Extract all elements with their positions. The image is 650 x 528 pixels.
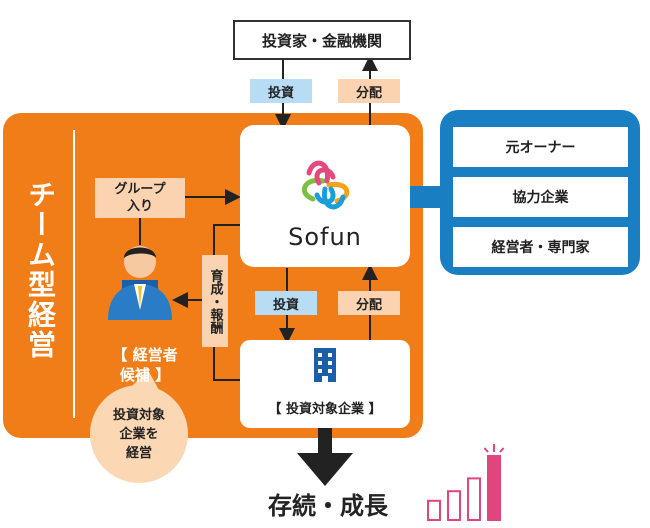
- target-company-label: 【 投資対象企業 】: [268, 402, 382, 417]
- candidate-label: 【 経営者 候補 】: [90, 325, 200, 384]
- nurture-tag: 育成・報酬: [202, 255, 228, 347]
- manage-bubble: 投資対象 企業を 経営: [90, 385, 188, 483]
- bottom-distribute-tag: 分配: [338, 291, 400, 315]
- growth-bar: [427, 499, 441, 521]
- partner-item-label: 協力企業: [512, 190, 569, 206]
- partner-item-former-owner: 元オーナー: [453, 127, 628, 167]
- building-icon: [314, 348, 336, 382]
- bottom-distribute-label: 分配: [355, 297, 382, 313]
- nurture-label: 育成・報酬: [207, 268, 223, 334]
- top-distribute-label: 分配: [355, 85, 382, 101]
- candidate-label-text: 【 経営者 候補 】: [112, 346, 178, 384]
- partner-item-label: 元オーナー: [505, 140, 576, 156]
- target-company-box: 【 投資対象企業 】: [240, 340, 410, 428]
- group-join-label: グループ 入り: [114, 182, 166, 214]
- growth-bar: [467, 477, 481, 521]
- outcome-label-text: 存続・成長: [268, 492, 388, 520]
- growth-sparkle: [483, 447, 489, 453]
- growth-bar: [487, 455, 501, 521]
- group-join-tag: グループ 入り: [95, 178, 185, 218]
- investors-label: 投資家・金融機関: [261, 31, 382, 50]
- top-distribute-tag: 分配: [338, 79, 400, 103]
- businessman-icon: [104, 238, 176, 320]
- connector-bar: [405, 186, 445, 208]
- growth-bar: [447, 490, 461, 522]
- sofun-logo-text: Sofun: [288, 223, 362, 251]
- team-label: チーム型経営: [18, 180, 62, 360]
- bottom-invest-tag: 投資: [255, 291, 317, 315]
- outcome-label: 存続・成長: [248, 486, 408, 520]
- sofun-logo-icon: [301, 160, 350, 210]
- sofun-box: Sofun: [240, 125, 410, 267]
- top-invest-label: 投資: [267, 85, 294, 101]
- partner-item-label: 経営者・専門家: [491, 240, 590, 256]
- growth-sparkle: [499, 447, 505, 453]
- bottom-invest-label: 投資: [272, 297, 299, 313]
- partner-item-manager-expert: 経営者・専門家: [453, 227, 628, 267]
- partner-item-cooperating-company: 協力企業: [453, 177, 628, 217]
- manage-bubble-label: 投資対象 企業を 経営: [112, 407, 165, 461]
- investors-box: 投資家・金融機関: [233, 20, 411, 60]
- top-invest-tag: 投資: [250, 79, 312, 103]
- team-label-text: チーム型経営: [24, 180, 57, 360]
